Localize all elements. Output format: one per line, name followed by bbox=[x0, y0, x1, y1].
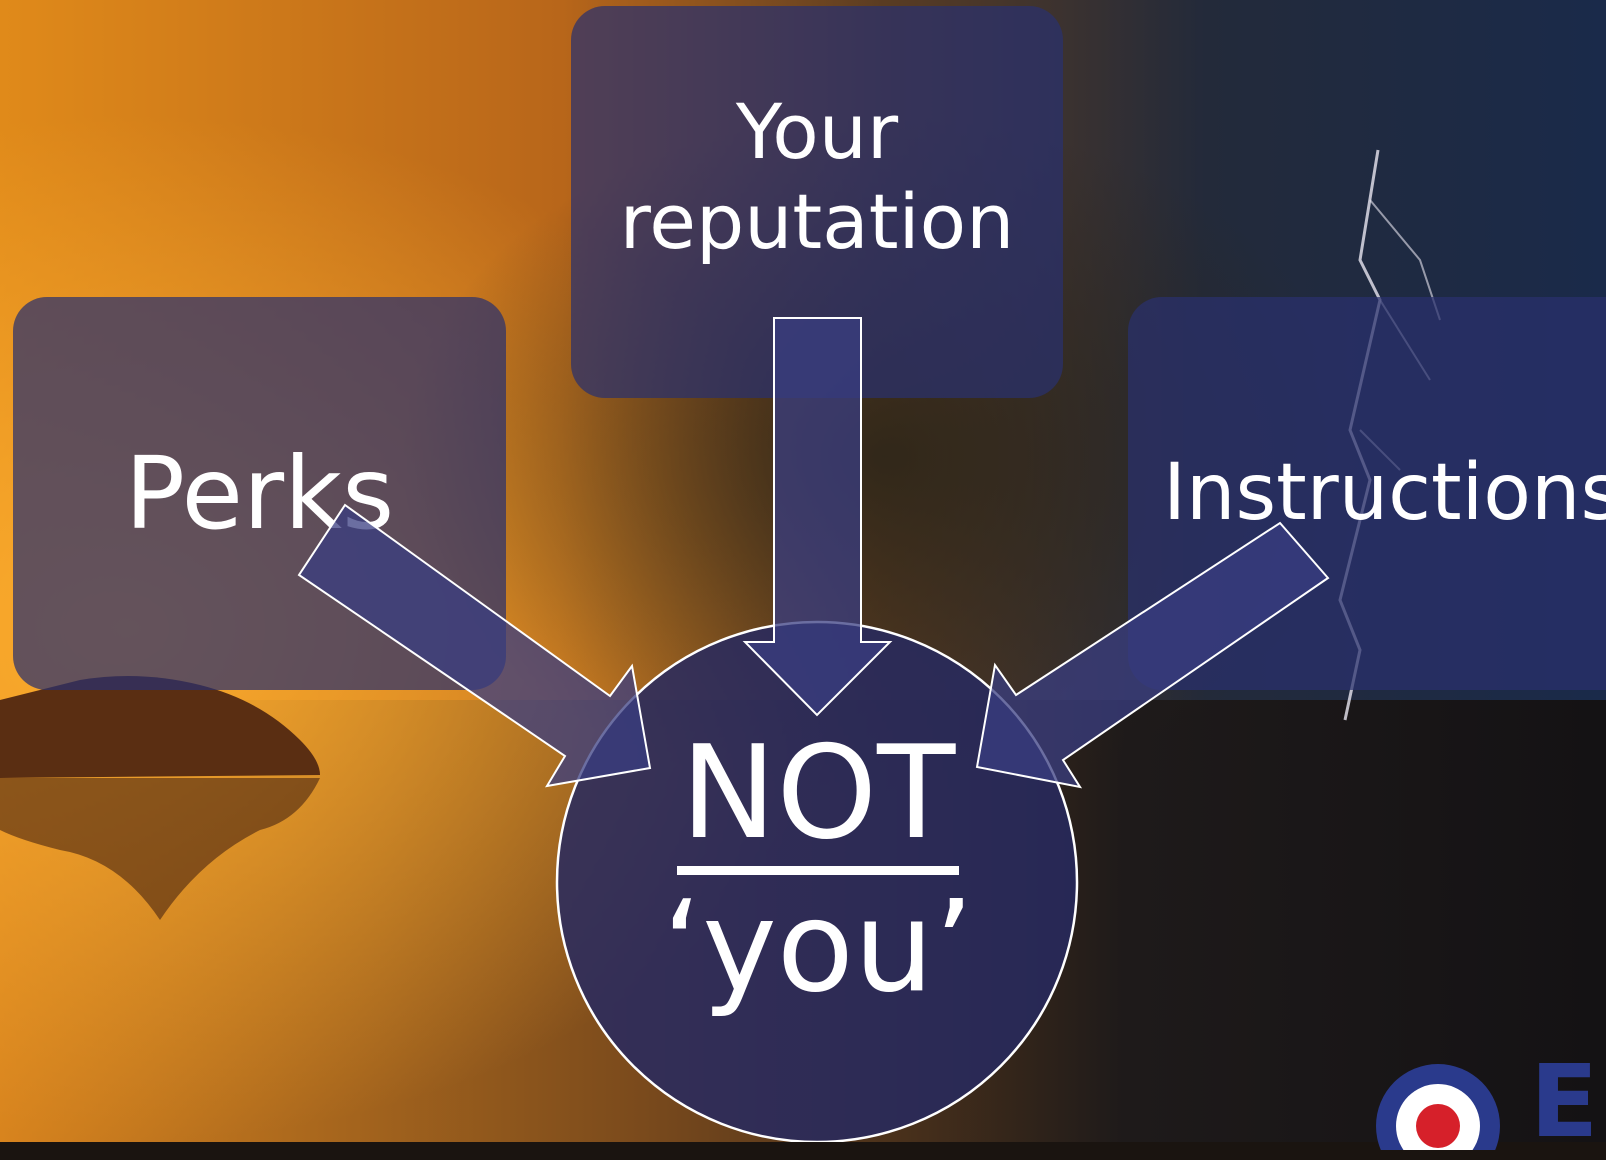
down-arrow bbox=[742, 317, 893, 717]
reputation-label: Your reputation bbox=[619, 87, 1015, 266]
you-word: ‘you’ bbox=[662, 873, 974, 1020]
not-underline bbox=[677, 866, 959, 875]
roundel-logo-icon bbox=[1376, 1064, 1500, 1150]
right-diagonal-arrow bbox=[975, 521, 1330, 789]
instructions-label: Instructions bbox=[1163, 448, 1606, 539]
center-text: NOT ‘you’ bbox=[560, 730, 1076, 1010]
left-diagonal-arrow bbox=[297, 503, 652, 788]
not-word: NOT bbox=[680, 719, 956, 868]
logo-text: E bbox=[1530, 1043, 1599, 1160]
